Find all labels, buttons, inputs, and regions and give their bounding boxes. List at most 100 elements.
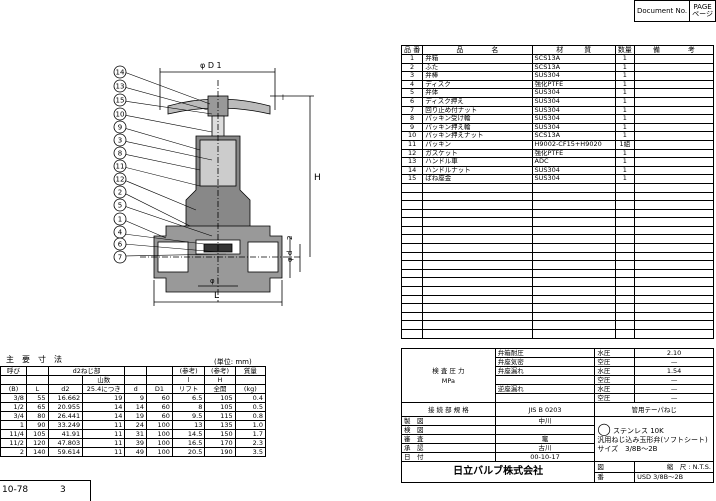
product-line2: 汎用ねじ込み玉形弁(ソフトシート) <box>597 435 708 444</box>
insp-medium-6: 空圧 <box>594 393 636 403</box>
insp-medium-2: 空圧 <box>594 357 636 367</box>
callout-1: 1 <box>118 216 122 224</box>
parts-empty-row <box>400 277 715 288</box>
dims-cell: 11 <box>82 420 126 430</box>
part-no: 15 <box>400 174 424 184</box>
part-material: SUS304 <box>531 174 616 184</box>
part-material: SUS304 <box>531 105 616 116</box>
part-material: SUS304 <box>531 114 616 124</box>
parts-empty-row <box>400 243 715 253</box>
callout-9: 9 <box>118 124 122 132</box>
part-remarks <box>633 88 715 98</box>
fig-label: 図 <box>594 461 636 473</box>
dims-h-ref1: (参考) <box>171 366 206 376</box>
approval-label-4: 承 認 <box>401 443 496 453</box>
part-remarks <box>633 131 715 141</box>
footer-code: 10-78 <box>2 485 29 495</box>
part-remarks <box>633 122 715 133</box>
l-small-label: l <box>282 94 284 102</box>
dims-cell: 1.7 <box>234 429 267 439</box>
dims-cell: 9.5 <box>171 411 206 421</box>
approval-value-5: 00-10-17 <box>494 452 596 462</box>
parts-empty-row <box>400 320 715 330</box>
dims-cell: 26.441 <box>47 411 84 421</box>
dims-cell: 60 <box>145 402 173 412</box>
dims-h-thread: d2ねじ部 <box>47 366 126 376</box>
insp-value-4: — <box>634 375 714 385</box>
part-qty: 1 <box>614 71 635 81</box>
dims-h3-3: 25.4につき <box>82 384 126 394</box>
dims-cell: 80 <box>25 411 49 421</box>
dims-cell: 0.5 <box>234 402 267 412</box>
parts-empty-row <box>400 294 715 305</box>
product-line1: ステンレス 10K <box>613 426 664 435</box>
part-name: パッキン <box>422 139 533 150</box>
part-remarks <box>633 54 715 64</box>
dims-cell: 13 <box>171 420 206 430</box>
connection-label: 接 続 部 規 格 <box>401 402 496 417</box>
parts-empty-row <box>400 234 715 245</box>
d1-label: φ D 1 <box>200 61 222 70</box>
callout-12: 12 <box>116 176 125 184</box>
part-name: ハンドルナット <box>422 165 533 176</box>
dims-cell: 8 <box>171 402 206 412</box>
dims-cell: 19 <box>124 411 147 421</box>
dims-cell: 20.5 <box>171 447 206 457</box>
part-name: ハンドル車 <box>422 157 533 167</box>
dims-cell: 190 <box>204 447 236 457</box>
dims-cell: 1/2 <box>0 402 27 412</box>
part-no: 2 <box>400 62 424 73</box>
callout-13: 13 <box>116 83 125 91</box>
dims-cell: 33.249 <box>47 420 84 430</box>
part-qty: 1 <box>614 54 635 64</box>
part-no: 4 <box>400 79 424 90</box>
dims-cell: 14 <box>82 411 126 421</box>
part-no: 14 <box>400 165 424 176</box>
size-label: サイズ <box>597 444 619 453</box>
insp-value-1: 2.10 <box>634 348 714 358</box>
insp-value-5: — <box>634 384 714 394</box>
part-qty: 1 <box>614 105 635 116</box>
parts-empty-row <box>400 191 715 202</box>
approval-value-2 <box>494 425 596 435</box>
footer-box: 10-78 3 <box>0 480 91 501</box>
valve-section-drawing: 14 13 15 10 9 3 8 11 12 2 5 1 4 6 7 φ D … <box>113 61 321 306</box>
insp-item-1: 弁箱耐圧 <box>494 348 596 358</box>
dims-unit: (単位: mm) <box>214 358 252 366</box>
dims-cell: 11 <box>82 429 126 439</box>
part-no: 5 <box>400 88 424 98</box>
dims-cell: 170 <box>204 438 236 448</box>
dims-title: 主 要 寸 法 <box>6 355 62 364</box>
part-name: ばね座金 <box>422 174 533 184</box>
insp-item-3: 弁座漏れ <box>494 366 596 376</box>
phi-d-label: φ d <box>286 251 294 262</box>
part-qty: 1 <box>614 114 635 124</box>
part-material: SCS13A <box>531 131 616 141</box>
approval-label-5: 日 付 <box>401 452 496 462</box>
part-material: SUS304 <box>531 71 616 81</box>
dims-cell: 120 <box>25 438 49 448</box>
insp-value-3: 1.54 <box>634 366 714 376</box>
insp-item-6 <box>494 393 596 403</box>
dims-cell: 60 <box>145 393 173 403</box>
col-name: 品 名 <box>422 45 533 55</box>
drawing-number: USD 3/8B～2B <box>634 471 714 483</box>
callout-14: 14 <box>116 69 125 77</box>
part-qty: 1 <box>614 122 635 133</box>
dims-cell: 19 <box>82 393 126 403</box>
dims-cell: 11 <box>82 447 126 457</box>
approval-label-2: 検 図 <box>401 425 496 435</box>
part-name: ふた <box>422 62 533 73</box>
callout-15: 15 <box>116 97 125 105</box>
part-name: ガスケット <box>422 148 533 159</box>
parts-empty-row <box>400 329 715 339</box>
